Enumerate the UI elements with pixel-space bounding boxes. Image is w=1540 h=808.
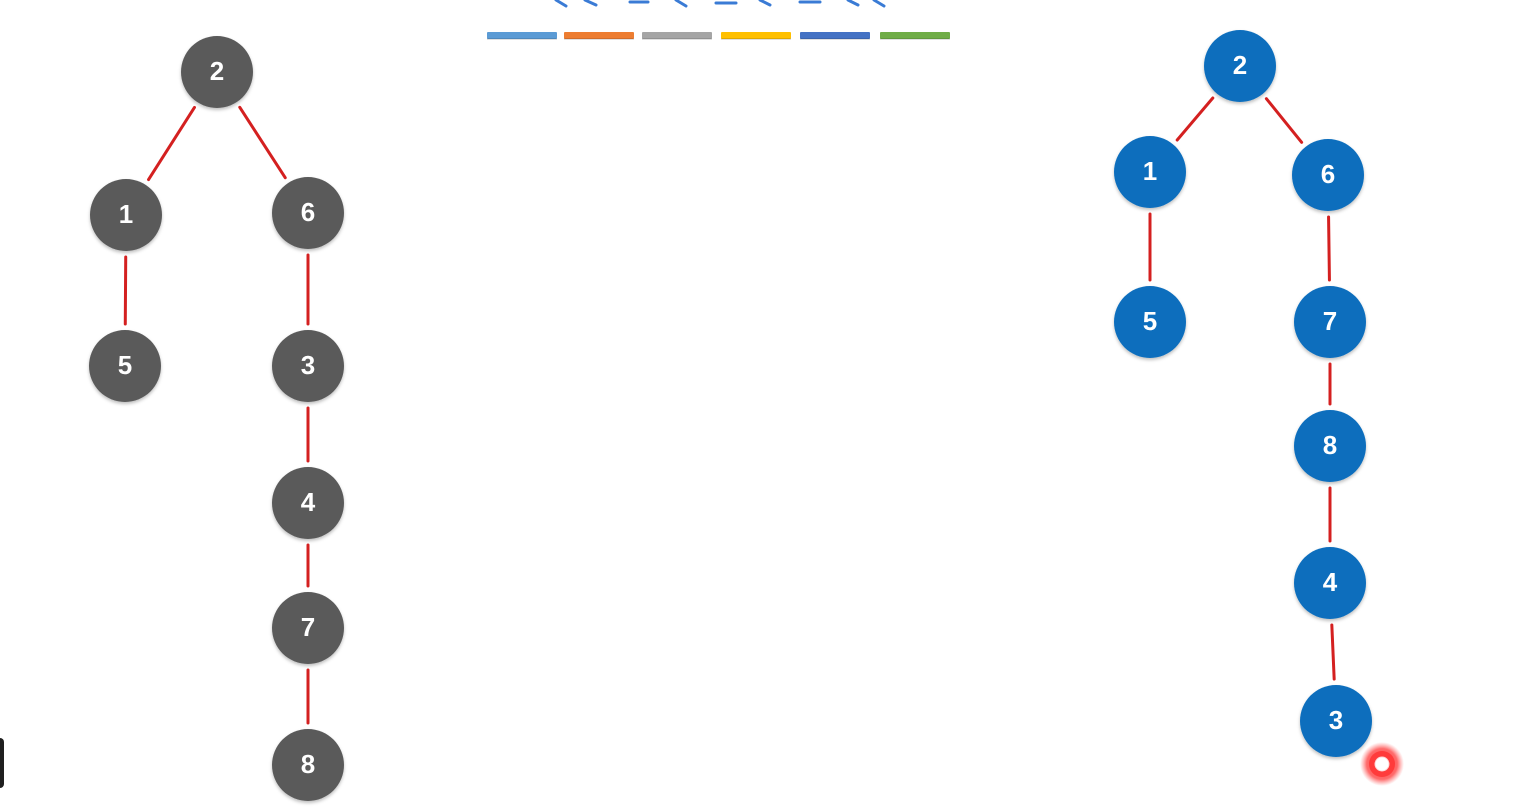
color-bar-shadow — [487, 38, 557, 40]
title-stroke — [846, 0, 860, 7]
right-tree-edge — [1175, 96, 1215, 142]
title-stroke — [554, 0, 568, 8]
node-label: 5 — [1143, 306, 1157, 336]
left-tree-edge — [147, 105, 196, 182]
node-label: 3 — [1329, 705, 1343, 735]
node-circle — [1292, 139, 1364, 211]
color-bar-strip — [487, 32, 950, 40]
node-circle — [272, 177, 344, 249]
node-circle — [272, 729, 344, 801]
clipped-title-strokes — [554, 0, 886, 8]
title-stroke — [674, 0, 688, 8]
right-tree-node-2: 2 — [1204, 30, 1276, 102]
left-tree-node-5: 5 — [89, 330, 161, 402]
right-tree-node-1: 1 — [1114, 136, 1186, 208]
node-label: 2 — [1233, 50, 1247, 80]
node-circle — [1114, 286, 1186, 358]
color-bar — [721, 32, 791, 39]
color-bar-shadow — [721, 38, 791, 40]
right-tree-node-8: 8 — [1294, 410, 1366, 482]
right-tree-node-7: 7 — [1294, 286, 1366, 358]
cursor-dot-icon — [1374, 756, 1390, 772]
node-label: 1 — [119, 199, 133, 229]
node-circle — [89, 330, 161, 402]
title-stroke — [583, 0, 598, 7]
color-bar-shadow — [800, 38, 870, 40]
node-label: 2 — [210, 56, 224, 86]
right-tree-edge — [1330, 623, 1336, 681]
node-label: 8 — [301, 749, 315, 779]
left-tree-node-8: 8 — [272, 729, 344, 801]
left-tree-node-1: 1 — [90, 179, 162, 251]
node-circle — [1294, 286, 1366, 358]
node-circle — [1294, 547, 1366, 619]
node-circle — [272, 330, 344, 402]
node-label: 3 — [301, 350, 315, 380]
color-bar-shadow — [564, 38, 634, 40]
left-tree-node-2: 2 — [181, 36, 253, 108]
edges-layer — [123, 96, 1336, 725]
color-bar-shadow — [880, 38, 950, 40]
node-label: 5 — [118, 350, 132, 380]
node-label: 7 — [301, 612, 315, 642]
color-bar — [487, 32, 557, 39]
left-tree-edge — [238, 105, 287, 180]
node-circle — [1294, 410, 1366, 482]
side-handle[interactable] — [0, 738, 4, 788]
node-label: 6 — [301, 197, 315, 227]
pointer-cursor — [1360, 742, 1404, 786]
color-bar — [564, 32, 634, 39]
color-bar — [642, 32, 712, 39]
right-tree-node-6: 6 — [1292, 139, 1364, 211]
left-tree-node-4: 4 — [272, 467, 344, 539]
node-circle — [1204, 30, 1276, 102]
color-bar — [800, 32, 870, 39]
node-circle — [90, 179, 162, 251]
title-stroke — [872, 0, 886, 8]
node-circle — [272, 467, 344, 539]
right-tree-edge — [1327, 215, 1331, 282]
right-tree-node-5: 5 — [1114, 286, 1186, 358]
title-stroke — [758, 0, 772, 7]
node-label: 4 — [1323, 567, 1338, 597]
left-tree-node-6: 6 — [272, 177, 344, 249]
node-label: 1 — [1143, 156, 1157, 186]
left-tree-node-3: 3 — [272, 330, 344, 402]
right-tree-node-4: 4 — [1294, 547, 1366, 619]
node-circle — [1114, 136, 1186, 208]
node-circle — [181, 36, 253, 108]
node-circle — [272, 592, 344, 664]
nodes-layer: 2 1 6 5 3 4 7 8 2 1 6 5 7 8 4 3 — [89, 30, 1372, 801]
right-tree-edge — [1264, 97, 1304, 144]
node-label: 7 — [1323, 306, 1337, 336]
color-bar-shadow — [642, 38, 712, 40]
node-label: 8 — [1323, 430, 1337, 460]
node-label: 6 — [1321, 159, 1335, 189]
node-circle — [1300, 685, 1372, 757]
left-tree-node-7: 7 — [272, 592, 344, 664]
node-label: 4 — [301, 487, 316, 517]
right-tree-node-3: 3 — [1300, 685, 1372, 757]
color-bar — [880, 32, 950, 39]
